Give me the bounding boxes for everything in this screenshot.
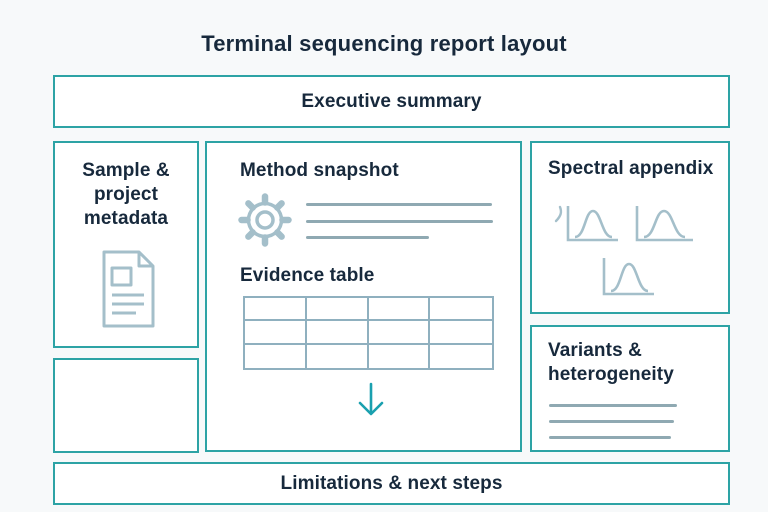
- panel-limitations: Limitations & next steps: [53, 462, 730, 505]
- placeholder-line: [306, 236, 429, 239]
- placeholder-line: [306, 220, 493, 223]
- page-title: Terminal sequencing report layout: [201, 31, 567, 56]
- limitations-label: Limitations & next steps: [280, 472, 503, 494]
- table-cell: [369, 344, 431, 368]
- table-cell: [430, 321, 492, 345]
- down-arrow-icon: [358, 382, 384, 416]
- placeholder-line: [549, 404, 677, 407]
- executive-summary-label: Executive summary: [301, 90, 482, 112]
- panel-method-evidence: Method snapshot Evidence table: [205, 141, 522, 452]
- table-cell: [306, 321, 369, 345]
- table-cell: [368, 298, 431, 322]
- document-icon: [102, 250, 155, 328]
- panel-sample-metadata: Sample & project metadata: [53, 141, 199, 348]
- table-cell: [430, 345, 492, 368]
- placeholder-line: [549, 420, 674, 423]
- placeholder-line: [306, 203, 492, 206]
- table-cell: [430, 298, 492, 322]
- panel-empty: [53, 358, 199, 453]
- variants-heterogeneity-label: Variants & heterogeneity: [548, 340, 674, 385]
- panel-spectral-appendix: Spectral appendix: [530, 141, 730, 314]
- table-cell: [245, 321, 307, 345]
- peak-curve-icon: [635, 206, 693, 242]
- sample-metadata-label: Sample & project metadata: [82, 160, 170, 229]
- table-grid-icon: [243, 296, 494, 370]
- table-cell: [307, 344, 369, 368]
- evidence-table-label: Evidence table: [240, 265, 375, 286]
- placeholder-line: [549, 436, 671, 439]
- table-cell: [245, 298, 307, 322]
- table-cell: [245, 344, 307, 368]
- table-cell: [368, 321, 431, 345]
- tick-mark-icon: [554, 205, 563, 223]
- panel-executive-summary: Executive summary: [53, 75, 730, 128]
- panel-variants-heterogeneity: Variants & heterogeneity: [530, 325, 730, 452]
- spectral-appendix-label: Spectral appendix: [548, 158, 714, 179]
- gear-icon: [238, 193, 292, 247]
- table-cell: [306, 298, 369, 322]
- method-snapshot-label: Method snapshot: [240, 160, 399, 181]
- peak-curve-icon: [566, 206, 618, 242]
- peak-curve-icon: [602, 258, 654, 296]
